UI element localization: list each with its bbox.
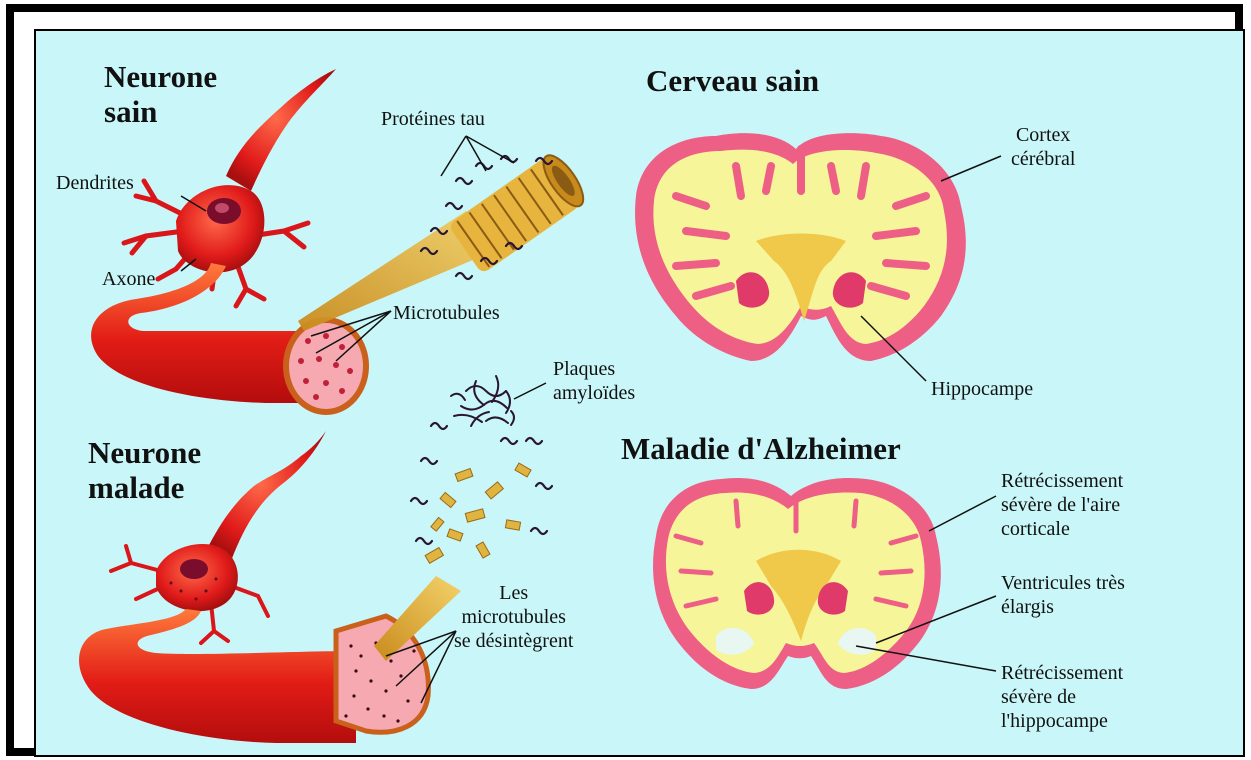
tau-proteins-label: Protéines tau — [381, 107, 485, 131]
hippocampus-shrinkage-label: Rétrécissement sévère de l'hippocampe — [1001, 661, 1123, 733]
sick-neuron-illustration — [79, 376, 552, 743]
diagram-panel: Neurone sain Neurone malade Cerveau sain… — [34, 29, 1245, 757]
healthy-brain-section — [635, 133, 966, 361]
cortex-label: Cortex cérébral — [1011, 123, 1075, 171]
healthy-brain-title: Cerveau sain — [646, 63, 819, 98]
amyloid-plaques-label: Plaques amyloïdes — [553, 357, 635, 405]
alzheimer-brain-title: Maladie d'Alzheimer — [621, 431, 901, 466]
enlarged-ventricles-label: Ventricules très élargis — [1001, 571, 1125, 619]
cortical-shrinkage-label: Rétrécissement sévère de l'aire cortical… — [1001, 469, 1123, 541]
microtubules-label: Microtubules — [393, 301, 500, 325]
sick-neuron-title: Neurone malade — [88, 435, 201, 505]
dendrites-label: Dendrites — [56, 171, 134, 195]
healthy-neuron-title: Neurone sain — [104, 59, 217, 129]
outer-frame: Neurone sain Neurone malade Cerveau sain… — [6, 4, 1243, 756]
microtubules-disintegrate-label: Les microtubules se désintègrent — [454, 581, 573, 653]
hippocampus-label: Hippocampe — [931, 377, 1033, 401]
alzheimer-brain-section — [653, 478, 941, 689]
axon-label: Axone — [102, 267, 155, 291]
